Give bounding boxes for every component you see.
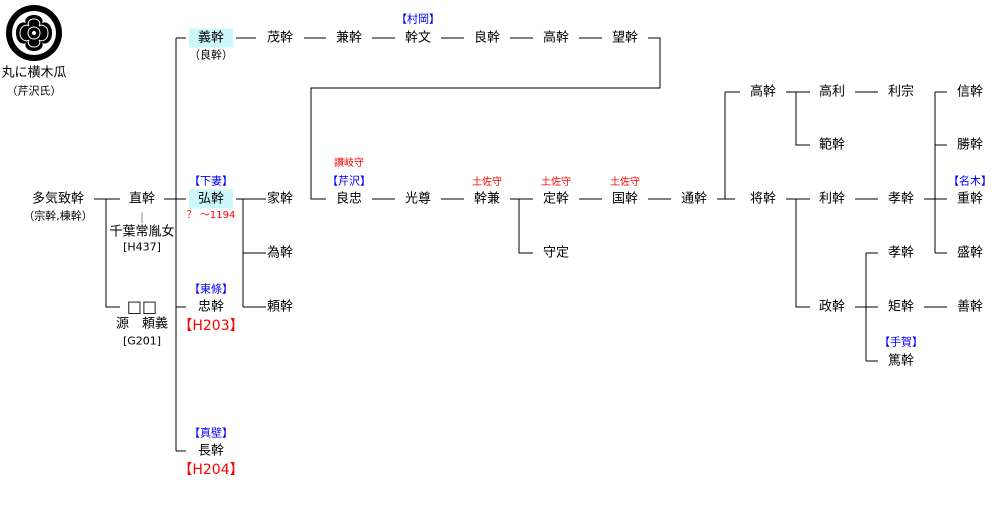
spouse-ref[interactable]: [H437] [123,240,161,254]
person-morisada[interactable]: 守定 [542,245,570,261]
title-label: 土佐守 [472,177,502,188]
person-iemoto[interactable]: 家幹 [266,191,294,207]
crest-clan: （芹沢氏） [6,84,62,98]
person-nagamoto[interactable]: 長幹 [197,443,225,459]
title-label: 土佐守 [610,177,640,188]
person-kanemoto[interactable]: 兼幹 [335,30,363,46]
person-shigemoto2[interactable]: 重幹 [956,191,984,207]
person-takatoshi[interactable]: 高利 [818,84,846,100]
person-toshimoto[interactable]: 利幹 [818,191,846,207]
person-mochimoto[interactable]: 望幹 [611,30,639,46]
father: 源 頼義 [115,316,169,332]
house-label: 【東條】 [189,282,233,296]
spouse: 千葉常胤女 [109,224,175,240]
ref-link[interactable]: 【H204】 [178,462,244,478]
person-atsumoto[interactable]: 篤幹 [887,353,915,369]
ref[interactable]: [G201] [122,334,162,348]
person-norimoto[interactable]: 範幹 [818,137,846,153]
person-mitsutaka[interactable]: 光尊 [404,191,432,207]
person-yoshimoto2[interactable]: 良幹 [473,30,501,46]
house-label: 【下妻】 [189,174,233,188]
maru-ni-yoko-mokko-crest-icon [6,5,62,61]
title-label: 讃岐守 [334,158,364,169]
person-naomoto[interactable]: 直幹 [128,191,156,207]
person-morimoto[interactable]: 盛幹 [956,245,984,261]
person-yoshitada[interactable]: 良忠 [335,191,363,207]
person-takamoto-top[interactable]: 高幹 [542,30,570,46]
person-sadamoto[interactable]: 定幹 [542,191,570,207]
person-taki-munemoto[interactable]: 多気致幹 [31,191,85,207]
dates: ？ ～1194 [186,210,236,221]
house-label: 【手賀】 [879,335,923,349]
house-label: 【芹沢】 [327,174,371,188]
house-label: 【村岡】 [396,12,440,26]
spouse-mark: | [140,210,144,224]
alias: （良幹） [189,48,233,62]
person-katsumoto[interactable]: 勝幹 [956,137,984,153]
person-kunimoto[interactable]: 国幹 [611,191,639,207]
person-masamoto-sho[interactable]: 将幹 [749,191,777,207]
person-yoshimoto[interactable]: 義幹 [188,28,234,48]
title-label: 土佐守 [541,177,571,188]
person-toshimune[interactable]: 利宗 [887,84,915,100]
person-yoshimoto3[interactable]: 善幹 [956,299,984,315]
person-shigemoto[interactable]: 茂幹 [266,30,294,46]
person-tamemoto[interactable]: 為幹 [266,245,294,261]
person-hiromoto[interactable]: 弘幹 [188,189,234,209]
house-label: 【名木】 [948,174,992,188]
person-kanemoto2[interactable]: 矩幹 [887,299,915,315]
person-unknown[interactable]: □□ [126,297,158,316]
alias: （宗幹,棟幹） [23,209,93,223]
person-yorimoto[interactable]: 頼幹 [266,299,294,315]
person-takamoto2[interactable]: 孝幹 [887,191,915,207]
person-motofumi[interactable]: 幹文 [404,30,432,46]
person-nobumoto[interactable]: 信幹 [956,84,984,100]
person-michimoto[interactable]: 通幹 [680,191,708,207]
crest-name: 丸に横木瓜 [1,65,67,81]
person-takamoto[interactable]: 高幹 [749,84,777,100]
person-motokane[interactable]: 幹兼 [473,191,501,207]
person-masamoto[interactable]: 政幹 [818,299,846,315]
house-label: 【真壁】 [189,426,233,440]
person-takamoto3[interactable]: 孝幹 [887,245,915,261]
ref-link[interactable]: 【H203】 [178,318,244,334]
person-tadamoto[interactable]: 忠幹 [197,299,225,315]
